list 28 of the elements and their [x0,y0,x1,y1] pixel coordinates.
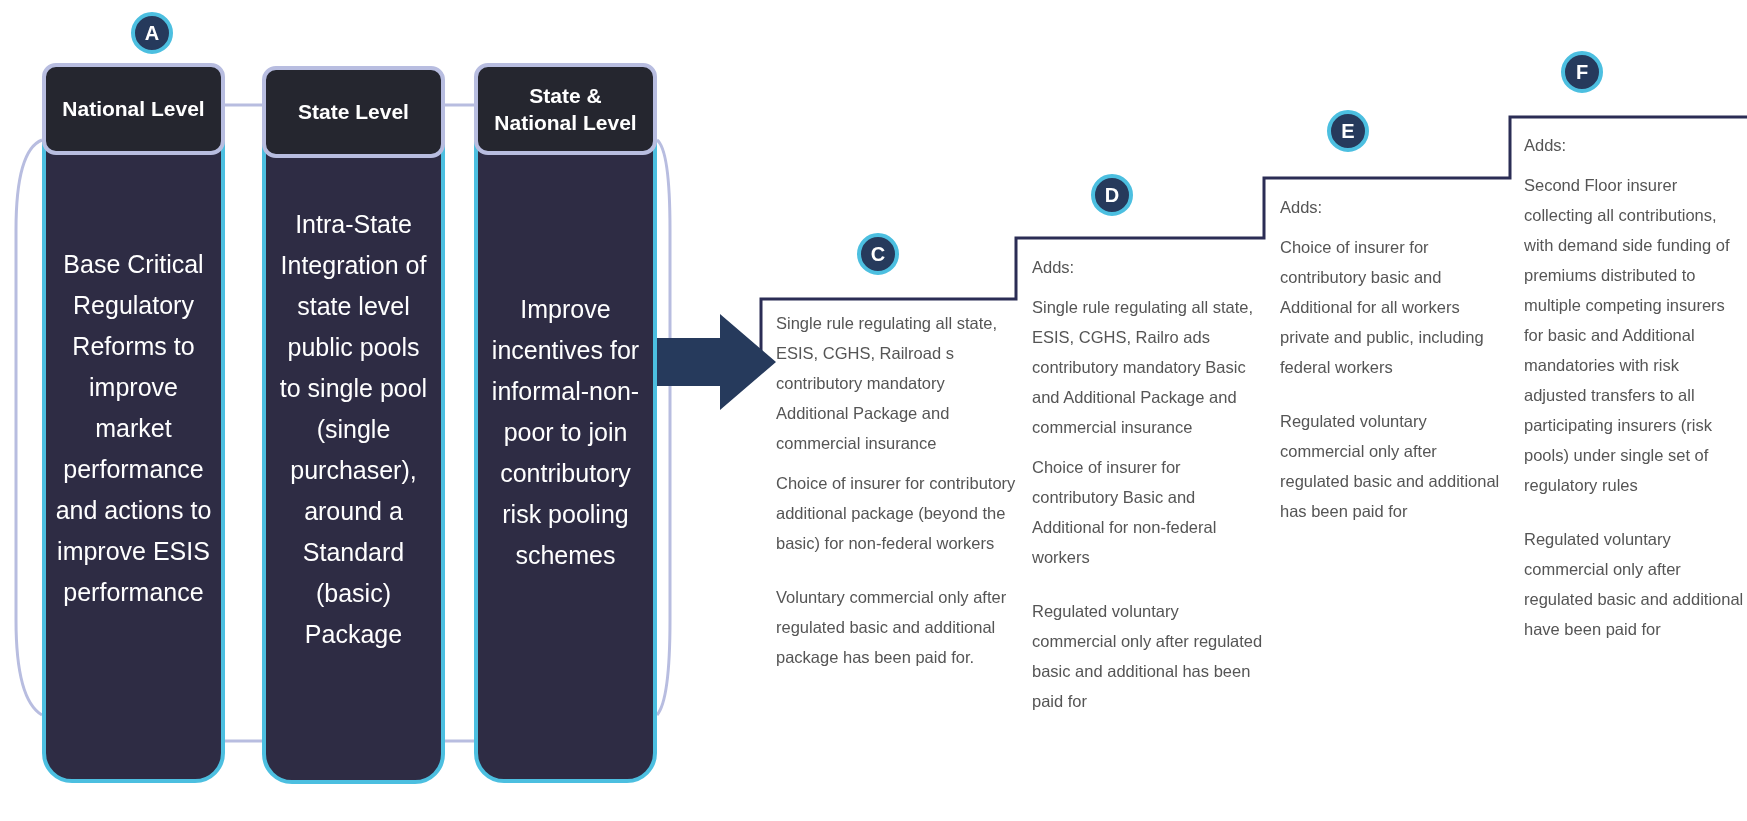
step-text: Adds: [1524,135,1568,156]
step-text: Voluntary commercial only after regulated basic and additional package has been paid for. [776,587,1008,668]
step-badge: E [1327,110,1369,152]
step-text: Regulated voluntary commercial only after regulated basic and additional have been paid for [1524,529,1745,640]
step-text: Adds: [1032,257,1076,278]
step-text: Regulated voluntary commercial only after regulated basic and additional has been paid for [1032,601,1264,712]
column-text: Improve incentives for informal-non-poor to join contributory risk pooling schemes [490,294,641,571]
header-text: State & National Level [493,82,638,136]
step-text: Choice of insurer for contributory Basic and Additional for non-federal workers [1032,457,1218,568]
column-text: Base Critical Regulatory Reforms to improve market performance and actions to improve ESIS performance [54,249,213,608]
step-text: Second Floor insurer collecting all contributions, with demand side funding of premiums distributed to multiple competing insurers for basic and Additional mandatories with risk adjusted transfers to all participating insurers (risk pools) under single set of regulatory rules [1524,175,1731,496]
step-text: Regulated voluntary commercial only after regulated basic and additional has been paid for [1280,411,1501,522]
step-badge: F [1561,51,1603,93]
level-column [262,66,445,784]
step-text: Choice of insurer for contributory additional package (beyond the basic) for non-federal workers [776,473,1016,554]
header-text: State Level [298,99,409,126]
step-badge: D [1091,174,1133,216]
header-text: National Level [62,96,205,123]
level-column [42,63,225,783]
level-column [474,63,657,783]
step-text: Single rule regulating all state, ESIS, CGHS, Railroad s contributory mandatory Additional Package and commercial insurance [776,313,999,454]
block-arrow [657,314,776,410]
step-text: Choice of insurer for contributory basic and Additional for all workers private and public, including federal workers [1280,237,1485,378]
step-text: Adds: [1280,197,1324,218]
column-text: Intra-State Integration of state level public pools to single pool (single purchaser), around a Standard (basic) Package [278,209,429,650]
step-badge: A [131,12,173,54]
step-badge: C [857,233,899,275]
step-text: Single rule regulating all state, ESIS, CGHS, Railro ads contributory mandatory Basic and Additional Package and commercial insurance [1032,297,1255,438]
